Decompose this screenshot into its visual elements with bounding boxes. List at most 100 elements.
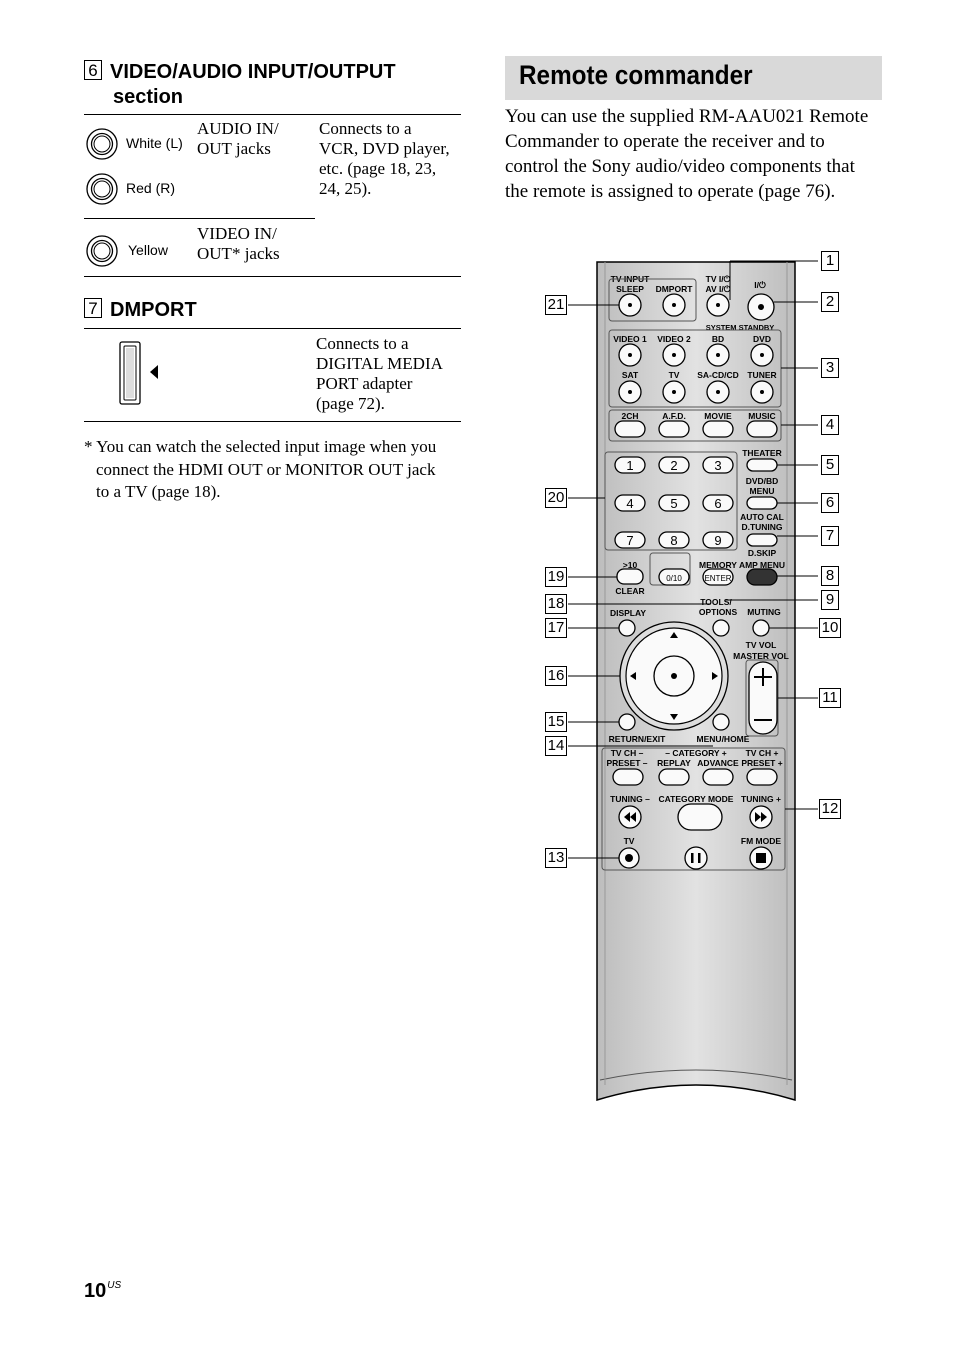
sacd-label: SA-CD/CD bbox=[697, 370, 739, 380]
callout-14: 14 bbox=[545, 736, 567, 756]
callout-9: 9 bbox=[821, 590, 839, 610]
callout-17: 17 bbox=[545, 618, 567, 638]
sleep-label: SLEEP bbox=[616, 284, 644, 294]
digit-6: 6 bbox=[714, 496, 721, 511]
tools-label: TOOLS/ bbox=[700, 597, 732, 607]
bd-label: BD bbox=[712, 334, 724, 344]
tv-input-btn-label: TV bbox=[669, 370, 680, 380]
2ch-label: 2CH bbox=[621, 411, 638, 421]
red-jack-icon bbox=[86, 173, 118, 205]
mastervol-label: MASTER VOL bbox=[733, 651, 789, 661]
category-label: – CATEGORY + bbox=[665, 748, 727, 758]
muting-label: MUTING bbox=[747, 607, 781, 617]
yellow-jack-label: Yellow bbox=[128, 242, 168, 258]
callout-12: 12 bbox=[819, 799, 841, 819]
digit-zero: 0/10 bbox=[666, 574, 682, 583]
callout-10: 10 bbox=[819, 618, 841, 638]
table-rule bbox=[84, 328, 461, 329]
callout-11: 11 bbox=[819, 688, 841, 708]
white-jack-icon bbox=[86, 128, 118, 160]
digit-9: 9 bbox=[714, 533, 721, 548]
table-rule bbox=[84, 421, 461, 422]
options-label: OPTIONS bbox=[699, 607, 738, 617]
remote-intro-text: You can use the supplied RM-AAU021 Remot… bbox=[505, 106, 869, 202]
memory-label: MEMORY bbox=[699, 560, 737, 570]
amp-menu-label: AMP MENU bbox=[739, 560, 785, 570]
advance-label: ADVANCE bbox=[697, 758, 739, 768]
tuner-label: TUNER bbox=[747, 370, 776, 380]
dtuning-label: D.TUNING bbox=[741, 522, 782, 532]
return-label: RETURN/EXIT bbox=[609, 734, 666, 744]
video2-label: VIDEO 2 bbox=[657, 334, 691, 344]
dvd-label: DVD bbox=[753, 334, 771, 344]
section-number-box: 7 bbox=[84, 298, 102, 318]
table-rule bbox=[84, 276, 461, 277]
section-number-box: 6 bbox=[84, 60, 102, 80]
replay-label: REPLAY bbox=[657, 758, 691, 768]
tv-bottom-label: TV bbox=[624, 836, 635, 846]
preset-plus-label: PRESET + bbox=[741, 758, 782, 768]
system-standby-label: SYSTEM STANDBY bbox=[706, 323, 775, 332]
callout-4: 4 bbox=[821, 415, 839, 435]
callout-3: 3 bbox=[821, 358, 839, 378]
callout-16: 16 bbox=[545, 666, 567, 686]
white-jack-label: White (L) bbox=[126, 135, 183, 151]
digit-8: 8 bbox=[670, 533, 677, 548]
sat-label: SAT bbox=[622, 370, 639, 380]
callout-8: 8 bbox=[821, 566, 839, 586]
tvch-plus-label: TV CH + bbox=[746, 748, 779, 758]
digit-7: 7 bbox=[626, 533, 633, 548]
remote-heading: Remote commander bbox=[519, 60, 753, 90]
dvdbd-label: DVD/BD bbox=[746, 476, 779, 486]
autocal-label: AUTO CAL bbox=[740, 512, 784, 522]
enter-label: ENTER bbox=[704, 574, 731, 583]
clear-label: CLEAR bbox=[615, 586, 644, 596]
gt10-label: >10 bbox=[623, 560, 638, 570]
preset-minus-label: PRESET – bbox=[606, 758, 647, 768]
callout-2: 2 bbox=[821, 292, 839, 312]
callout-15: 15 bbox=[545, 712, 567, 732]
callout-20: 20 bbox=[545, 488, 567, 508]
dskip-label: D.SKIP bbox=[748, 548, 777, 558]
callout-18: 18 bbox=[545, 594, 567, 614]
callout-7: 7 bbox=[821, 526, 839, 546]
category-mode-label: CATEGORY MODE bbox=[659, 794, 734, 804]
digit-1: 1 bbox=[626, 458, 633, 473]
display-label: DISPLAY bbox=[610, 608, 646, 618]
digit-3: 3 bbox=[714, 458, 721, 473]
callout-1: 1 bbox=[821, 251, 839, 271]
remote-control-illustration: TV INPUT SLEEP DMPORT TV I/⏻ AV I/⏻ I/⏻ … bbox=[568, 260, 818, 1102]
power-label: I/⏻ bbox=[754, 280, 767, 290]
av-power-label: AV I/⏻ bbox=[706, 284, 732, 294]
table-rule bbox=[84, 218, 315, 219]
theater-label: THEATER bbox=[742, 448, 782, 458]
tuning-minus-label: TUNING – bbox=[610, 794, 650, 804]
tvvol-label: TV VOL bbox=[746, 640, 777, 650]
red-jack-label: Red (R) bbox=[126, 180, 176, 196]
section-6-heading-line2: section bbox=[113, 86, 184, 108]
audio-jacks-name: AUDIO IN/OUT jacks bbox=[197, 119, 279, 158]
video1-label: VIDEO 1 bbox=[613, 334, 647, 344]
callout-21: 21 bbox=[545, 295, 567, 315]
music-label: MUSIC bbox=[748, 411, 775, 421]
digit-2: 2 bbox=[670, 458, 677, 473]
tvch-minus-label: TV CH – bbox=[611, 748, 644, 758]
dmport-connector-icon bbox=[119, 341, 158, 405]
yellow-jack-icon bbox=[86, 235, 118, 267]
dmport-label: DMPORT bbox=[656, 284, 694, 294]
tuning-plus-label: TUNING + bbox=[741, 794, 781, 804]
remote-heading-banner: Remote commander bbox=[505, 56, 882, 100]
tv-power-label: TV I/⏻ bbox=[706, 274, 732, 284]
fm-mode-label: FM MODE bbox=[741, 836, 781, 846]
page-number: 10US bbox=[84, 1280, 122, 1302]
video-jacks-name: VIDEO IN/OUT* jacks bbox=[197, 224, 280, 263]
callout-6: 6 bbox=[821, 493, 839, 513]
digit-4: 4 bbox=[626, 496, 633, 511]
callout-19: 19 bbox=[545, 567, 567, 587]
table-rule bbox=[84, 114, 461, 115]
footnote: * You can watch the selected input image… bbox=[84, 437, 437, 501]
callout-13: 13 bbox=[545, 848, 567, 868]
